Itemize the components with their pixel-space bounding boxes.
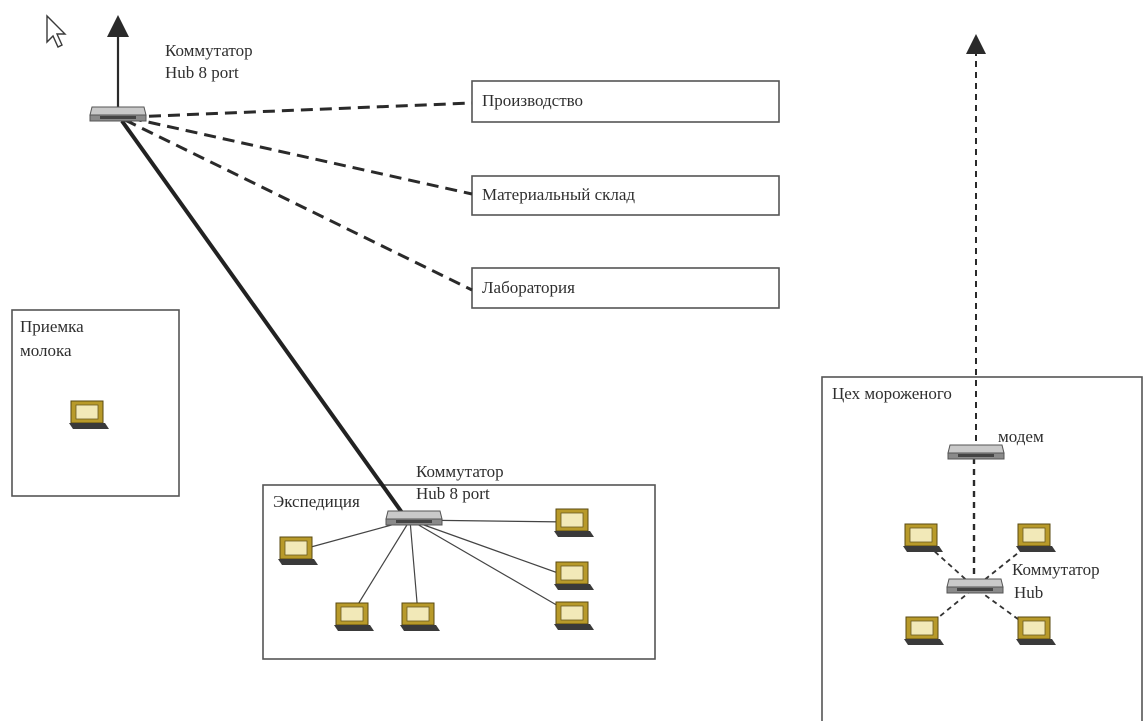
computer-icon: [553, 601, 595, 631]
computer-icon: [1015, 616, 1057, 646]
department-laboratory-label: Лаборатория: [482, 278, 575, 297]
zone-icecream-label: Цех мороженого: [832, 384, 952, 403]
expedition-link: [409, 519, 573, 615]
zone-expedition-label: Экспедиция: [273, 492, 360, 511]
backbone-link-line: [120, 119, 405, 516]
expedition-link: [409, 519, 419, 615]
computer-icon: [68, 400, 110, 430]
expedition-links: [299, 519, 573, 615]
computer-icon: [902, 523, 944, 553]
computer-icon: [399, 602, 441, 632]
expedition-link: [409, 519, 573, 579]
icecream-hub-label-line1: Коммутатор: [1012, 560, 1100, 579]
top-hub-label-line1: Коммутатор: [165, 41, 253, 60]
expedition-hub-label-line1: Коммутатор: [416, 462, 504, 481]
network-hub-icon: [89, 106, 147, 122]
computer-icon: [333, 602, 375, 632]
icecream-hub-label-line2: Hub: [1014, 583, 1043, 602]
expedition-hub-label-line2: Hub 8 port: [416, 484, 490, 503]
computer-icon: [553, 508, 595, 538]
zone-milk-receiving-label-line2: молока: [20, 341, 72, 360]
computer-icon: [1015, 523, 1057, 553]
department-production-label: Производство: [482, 91, 583, 110]
modem-label: модем: [998, 427, 1044, 446]
network-hub-icon: [947, 444, 1005, 460]
computer-icon: [553, 561, 595, 591]
zone-milk-receiving-label-line1: Приемка: [20, 317, 84, 336]
link-production-line: [129, 101, 473, 119]
department-production: [471, 80, 780, 123]
link-warehouse-line: [129, 116, 473, 196]
network-hub-icon: [385, 510, 443, 526]
computer-icon: [277, 536, 319, 566]
department-warehouse: [471, 175, 780, 216]
zone-icecream: [821, 376, 1143, 721]
department-warehouse-label: Материальный склад: [482, 185, 635, 204]
zone-expedition: [262, 484, 656, 660]
top-hub-label-line2: Hub 8 port: [165, 63, 239, 82]
expedition-link: [351, 519, 411, 615]
network-hub-icon: [946, 578, 1004, 594]
department-laboratory: [471, 267, 780, 309]
mouse-pointer-icon: [46, 14, 67, 48]
computer-icon: [903, 616, 945, 646]
icecream-link: [922, 589, 973, 631]
link-laboratory-line: [124, 118, 473, 292]
